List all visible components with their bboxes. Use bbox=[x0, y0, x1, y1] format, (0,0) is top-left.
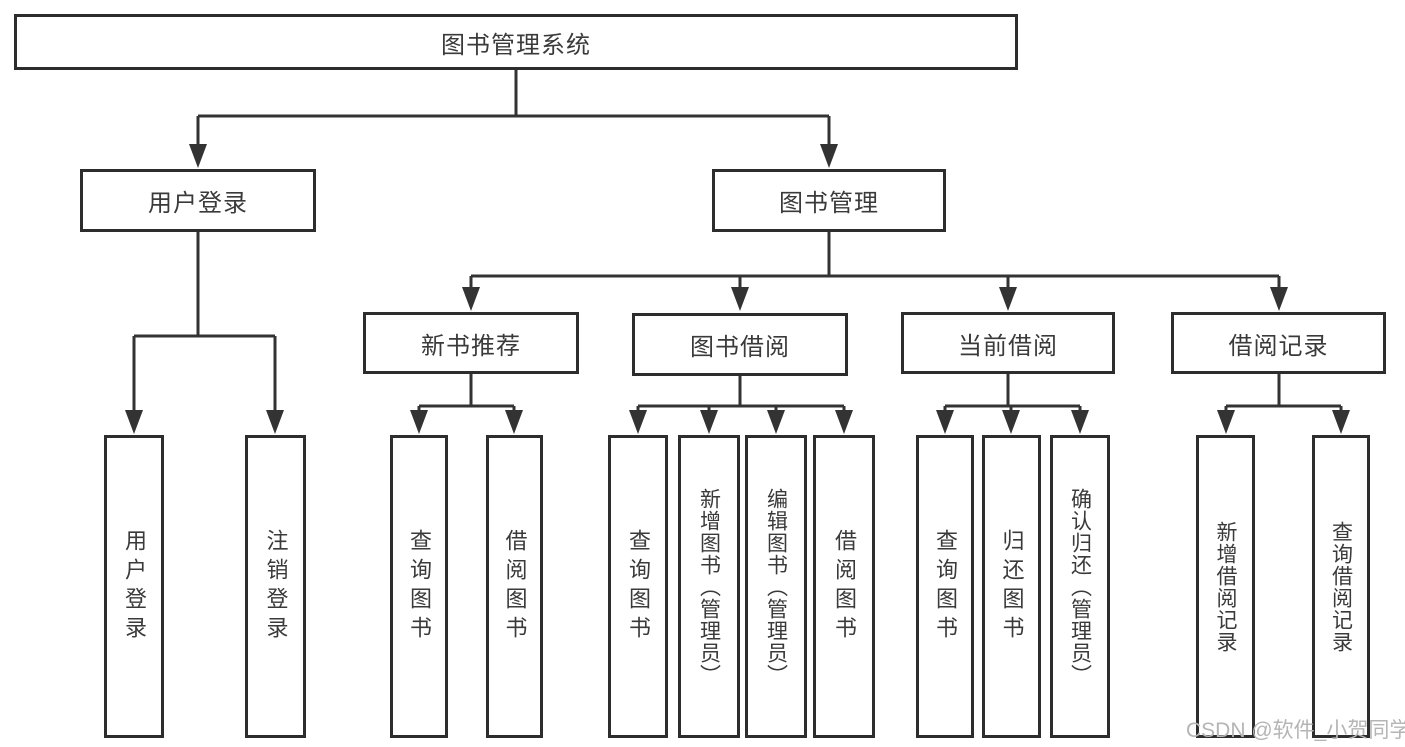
arrowhead-icon bbox=[820, 144, 838, 168]
watermark-text: CSDN @软件_小贺同学 bbox=[1186, 719, 1405, 742]
arrowhead-icon bbox=[835, 410, 853, 434]
node-current-borrowing: 当前借阅 bbox=[901, 312, 1115, 374]
leaf-confirm-return-admin: 确认归还（管理员） bbox=[1050, 435, 1110, 738]
node-label: 借阅记录 bbox=[1228, 332, 1329, 360]
node-label: 图书借阅 bbox=[690, 334, 790, 361]
node-book-borrowing: 图书借阅 bbox=[632, 313, 848, 376]
arrowhead-icon bbox=[629, 410, 647, 434]
arrowhead-icon bbox=[1217, 410, 1235, 434]
arrowhead-icon bbox=[505, 410, 523, 434]
arrowhead-icon bbox=[767, 410, 785, 434]
leaf-add-borrow-record: 新增借阅记录 bbox=[1196, 435, 1255, 738]
arrowhead-icon bbox=[410, 410, 428, 434]
node-label: 确认归还（管理员） bbox=[1068, 487, 1092, 686]
arrowhead-icon bbox=[1332, 410, 1350, 434]
node-label: 查询图书 bbox=[407, 528, 432, 645]
node-label: 编辑图书（管理员） bbox=[764, 487, 788, 686]
arrowhead-icon bbox=[125, 410, 143, 434]
leaf-edit-book-admin: 编辑图书（管理员） bbox=[745, 435, 807, 738]
node-book-management: 图书管理 bbox=[712, 169, 946, 232]
leaf-add-book-admin: 新增图书（管理员） bbox=[678, 435, 740, 738]
leaf-user-login: 用户登录 bbox=[104, 435, 164, 738]
arrowhead-icon bbox=[936, 410, 954, 434]
node-label: 新增借阅记录 bbox=[1214, 520, 1237, 653]
node-label: 借阅图书 bbox=[502, 528, 528, 645]
arrowhead-icon bbox=[700, 410, 718, 434]
node-label: 查询图书 bbox=[626, 528, 651, 645]
node-label: 图书管理系统 bbox=[441, 31, 591, 59]
node-label: 查询图书 bbox=[933, 528, 958, 645]
leaf-borrow-books-borrowing: 借阅图书 bbox=[813, 435, 875, 738]
node-label: 查询借阅记录 bbox=[1329, 520, 1353, 653]
node-library-management-system: 图书管理系统 bbox=[14, 14, 1018, 70]
arrowhead-icon bbox=[731, 287, 749, 311]
arrowhead-icon bbox=[999, 287, 1017, 311]
leaf-return-books: 归还图书 bbox=[982, 435, 1041, 738]
node-borrowing-records: 借阅记录 bbox=[1171, 312, 1386, 374]
leaf-query-books-recommendation: 查询图书 bbox=[390, 435, 448, 738]
arrowhead-icon bbox=[266, 410, 284, 434]
leaf-query-books-borrowing: 查询图书 bbox=[608, 435, 668, 738]
node-label: 归还图书 bbox=[999, 528, 1025, 645]
arrowhead-icon bbox=[462, 287, 480, 311]
node-label: 借阅图书 bbox=[832, 528, 857, 645]
leaf-query-books-current: 查询图书 bbox=[916, 435, 974, 738]
leaf-query-borrow-record: 查询借阅记录 bbox=[1312, 435, 1370, 738]
arrowhead-icon bbox=[189, 144, 207, 168]
node-label: 图书管理 bbox=[779, 190, 879, 217]
leaf-logout: 注销登录 bbox=[245, 435, 306, 738]
node-label: 新增图书（管理员） bbox=[697, 487, 721, 686]
arrowhead-icon bbox=[1270, 287, 1288, 311]
node-label: 用户登录 bbox=[148, 190, 248, 217]
node-user-login: 用户登录 bbox=[80, 169, 316, 232]
node-label: 当前借阅 bbox=[958, 332, 1058, 360]
leaf-borrow-books-recommendation: 借阅图书 bbox=[486, 435, 543, 738]
arrowhead-icon bbox=[1002, 410, 1020, 434]
node-label: 注销登录 bbox=[263, 528, 289, 645]
arrowhead-icon bbox=[1071, 410, 1089, 434]
node-label: 用户登录 bbox=[122, 528, 147, 645]
node-new-book-recommendation: 新书推荐 bbox=[363, 312, 579, 374]
node-label: 新书推荐 bbox=[421, 332, 521, 360]
